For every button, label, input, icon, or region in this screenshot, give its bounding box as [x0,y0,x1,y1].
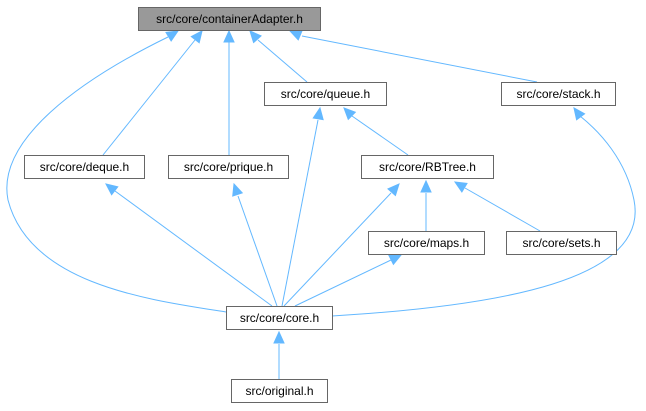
edge-core-to-queue [281,106,324,307]
arrowhead [232,182,244,197]
node-label: src/core/stack.h [516,87,600,101]
arrowhead [312,106,324,121]
edge-line [294,259,392,307]
node-box [501,82,616,106]
arrowhead [420,179,432,193]
node-label: src/core/sets.h [522,236,600,250]
edge-line [283,192,392,307]
node-maps[interactable]: src/core/maps.h [368,231,485,255]
edge-line [464,187,541,232]
arrowhead [190,30,203,44]
edge-rbtree-to-queue [343,107,409,156]
node-box [506,231,617,255]
edge-queue-to-containerAdapter [249,30,308,83]
edge-deque-to-containerAdapter [102,30,203,156]
node-box [24,155,145,179]
edge-line [351,115,409,156]
edge-sets-to-rbtree [453,181,541,232]
arrowhead [573,107,586,121]
arrowhead [453,181,468,193]
node-box [231,379,328,403]
arrowhead [223,29,235,43]
edge-core-to-stack [331,107,636,317]
node-box [226,306,333,330]
arrowhead [273,330,285,344]
arrowhead [343,107,357,121]
edge-stack-to-containerAdapter [288,30,538,83]
node-label: src/core/maps.h [384,236,469,250]
node-queue[interactable]: src/core/queue.h [264,82,387,106]
edges-layer [6,29,636,379]
edge-line [331,115,636,317]
nodes-layer: src/core/containerAdapter.h src/core/queu… [24,7,617,403]
edge-line [102,39,196,156]
edge-prique-to-containerAdapter [223,29,235,155]
arrowhead [105,183,119,196]
edge-line [257,39,308,83]
node-box [264,82,387,106]
edge-core-to-containerAdapter [6,30,227,313]
node-label: src/original.h [245,384,313,398]
node-label: src/core/queue.h [281,87,370,101]
node-original[interactable]: src/original.h [231,379,328,403]
node-box [168,155,289,179]
edge-line [301,35,538,83]
edge-original-to-core [273,330,285,379]
edge-maps-to-rbtree [420,179,432,231]
node-sets[interactable]: src/core/sets.h [506,231,617,255]
edge-core-to-rbtree [283,183,400,307]
node-box [368,231,485,255]
edge-core-to-prique [232,182,278,307]
node-box [361,155,494,179]
arrowhead [249,30,262,44]
edge-line [114,190,273,307]
node-label: src/core/containerAdapter.h [156,12,303,26]
node-rbtree[interactable]: src/core/RBTree.h [361,155,494,179]
node-box [138,7,321,31]
edge-line [6,36,227,313]
node-label: src/core/deque.h [40,160,129,174]
node-deque[interactable]: src/core/deque.h [24,155,145,179]
edge-core-to-maps [294,254,403,307]
node-label: src/core/core.h [240,311,319,325]
node-core[interactable]: src/core/core.h [226,306,333,330]
arrowhead [165,30,180,42]
node-stack[interactable]: src/core/stack.h [501,82,616,106]
arrowhead [388,254,403,266]
node-label: src/core/RBTree.h [379,160,476,174]
edge-line [281,119,319,307]
node-prique[interactable]: src/core/prique.h [168,155,289,179]
edge-core-to-deque [105,183,273,307]
node-label: src/core/prique.h [184,160,273,174]
arrowhead [387,183,400,197]
edge-line [237,195,278,307]
node-containerAdapter[interactable]: src/core/containerAdapter.h [138,7,321,31]
arrowhead [288,30,303,41]
